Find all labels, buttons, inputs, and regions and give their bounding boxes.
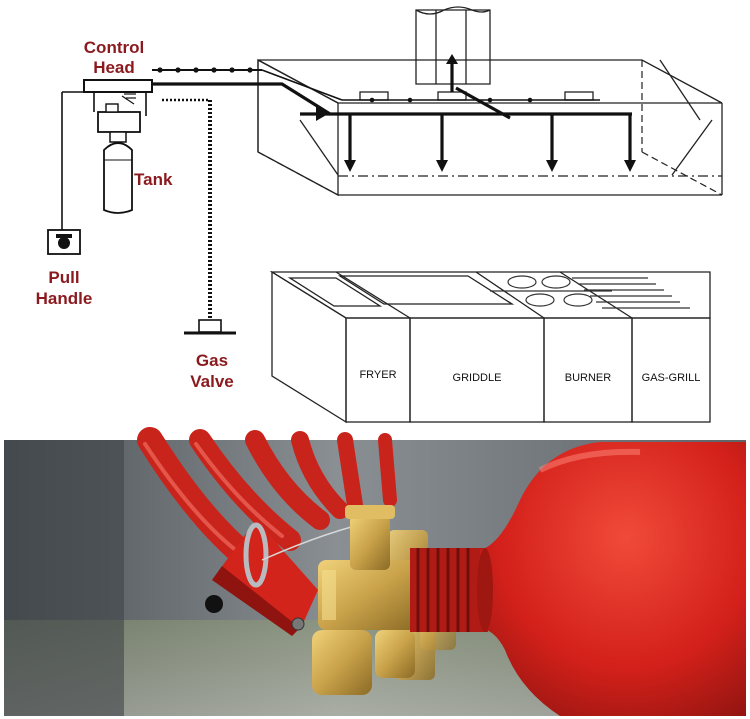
lever-knob	[205, 595, 223, 613]
control-head-label-line2: Head	[93, 58, 135, 77]
pull-handle-label-line2: Handle	[36, 289, 93, 308]
griddle-label: GRIDDLE	[453, 372, 502, 384]
fryer-label: FRYER	[359, 369, 396, 381]
burner-grates	[490, 275, 612, 307]
cylinder-photo	[4, 427, 746, 716]
gas-valve-label-line2: Valve	[190, 372, 234, 391]
pull-handle	[47, 91, 84, 255]
griddle-panel	[409, 317, 545, 423]
brass-valve	[312, 505, 418, 695]
tank	[103, 131, 133, 214]
pull-handle-label-line1: Pull	[48, 268, 79, 287]
burner-panel	[543, 317, 633, 423]
exhaust-duct	[415, 6, 491, 85]
detection-line	[152, 67, 600, 103]
safety-pull-ring	[243, 522, 269, 588]
cooking-line: FRYER GRIDDLE BURNER GAS-GRILL	[269, 270, 711, 424]
grill-grates	[572, 277, 690, 309]
control-head	[83, 79, 153, 133]
control-head-label-line1: Control	[84, 38, 144, 57]
red-cylinder	[480, 442, 746, 716]
grill-panel	[631, 317, 711, 423]
threaded-neck	[410, 548, 488, 632]
filter	[564, 91, 594, 101]
burner-label: BURNER	[565, 372, 612, 384]
gas-valve-label-line1: Gas	[196, 351, 228, 370]
gas-grill-label: GAS-GRILL	[642, 372, 701, 384]
gas-valve-line	[162, 98, 236, 335]
tank-label: Tank	[134, 170, 173, 189]
diagram: FRYER GRIDDLE BURNER GAS-GRILL Control H…	[36, 6, 723, 424]
distribution-piping	[152, 54, 636, 172]
filter	[437, 91, 467, 101]
filter	[359, 91, 389, 101]
